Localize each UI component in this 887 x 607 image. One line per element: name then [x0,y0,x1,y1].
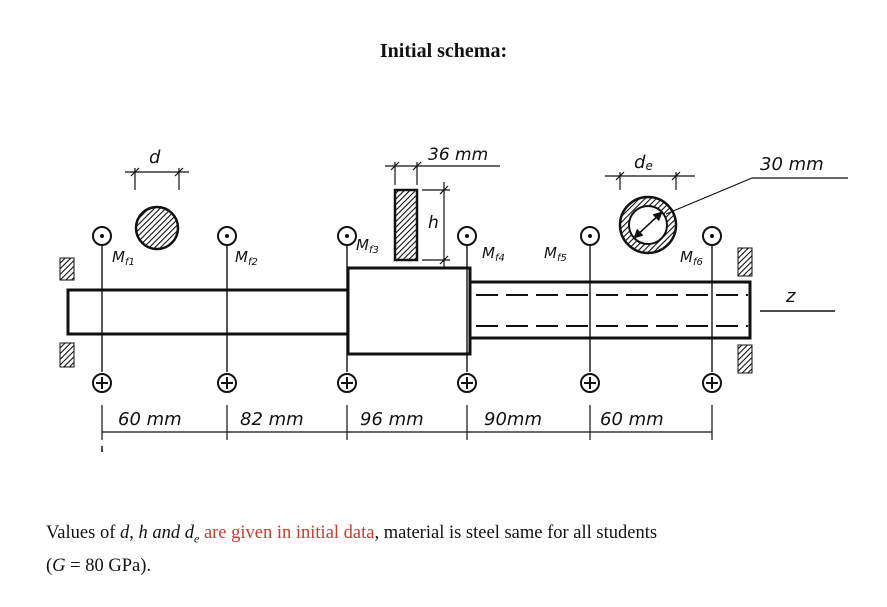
caption-text: and [147,523,185,543]
shaft-rectangular-section [346,266,472,356]
shaft-hollow-section [468,280,752,340]
caption-highlight: are given in initial data [199,523,375,543]
section-marker-6 [702,226,722,393]
rectangular-bar-section [385,161,500,268]
caption-text: Values of [46,523,120,543]
dimension-30mm: 30 mm [760,154,824,175]
caption-text: = 80 GPa). [65,555,152,576]
moment-label-f2: Mf2 [235,248,258,268]
moment-label-f6: Mf6 [680,248,703,268]
dimension-segment-5: 60 mm [600,409,664,430]
axis-label: z [785,286,796,307]
section-marker-3 [337,226,357,393]
dimension-segment-2: 82 mm [240,409,304,430]
caption: Values of d, h and de are given in initi… [46,520,866,580]
caption-var-g: G [52,555,66,576]
section-marker-4 [457,226,477,393]
dimension-segment-1: 60 mm [118,409,182,430]
caption-text: , material is steel same for all student… [374,523,658,543]
dimension-segment-3: 96 mm [360,409,424,430]
section-marker-1 [92,226,112,393]
dimension-segment-4: 90mm [484,409,542,430]
solid-circle-section [125,167,189,251]
caption-var-de: d [184,523,194,543]
dimension-h: h [428,213,439,233]
section-marker-2 [217,226,237,393]
moment-label-f4: Mf4 [482,244,505,264]
right-support [737,247,753,374]
caption-var-h: h [138,523,148,543]
hollow-tube-section [605,171,848,255]
dimension-d: d [149,147,161,168]
caption-text: ( [46,555,53,576]
caption-text: , [129,523,139,543]
dimension-de: de [634,152,653,173]
moment-label-f5: Mf5 [544,244,567,264]
bottom-dimension-chain [101,405,713,452]
page-title: Initial schema: [379,40,508,62]
dimension-36mm: 36 mm [428,145,488,165]
shaft-solid-section [66,288,350,336]
shaft-schema-diagram: z Mf1 Mf2 Mf3 Mf4 Mf5 Mf [59,145,848,452]
caption-var-d: d [119,523,130,543]
section-marker-5 [580,226,600,393]
left-support [59,257,75,368]
moment-label-f1: Mf1 [112,248,135,268]
moment-label-f3: Mf3 [356,236,379,256]
caption-var-de-sub: e [193,531,200,546]
